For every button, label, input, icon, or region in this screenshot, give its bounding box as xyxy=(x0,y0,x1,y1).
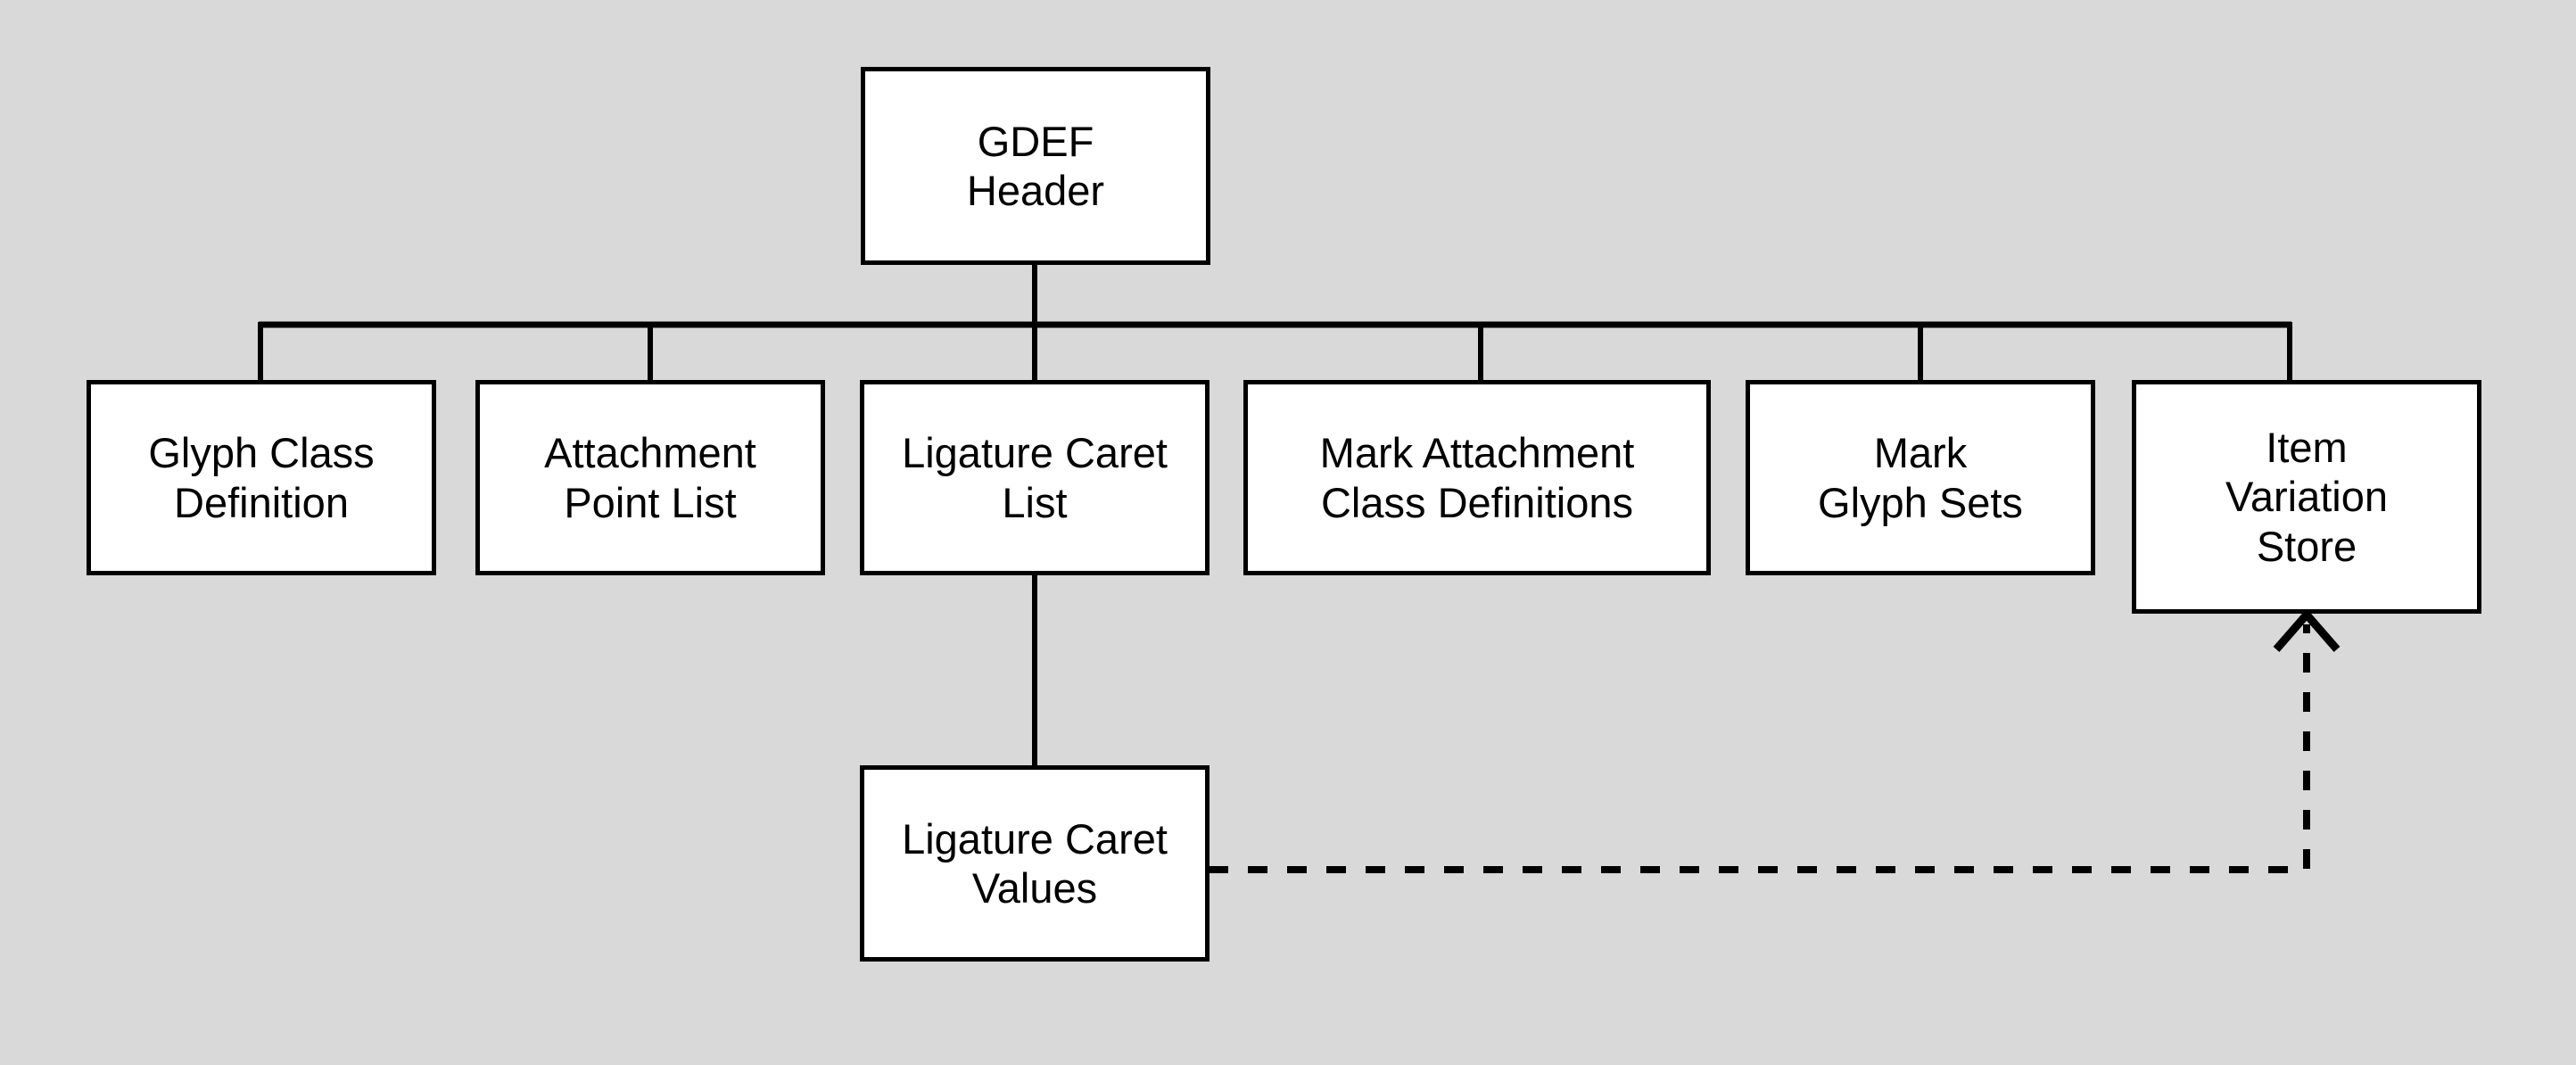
node-item-variation-store-line-2: Variation xyxy=(2225,473,2388,521)
node-gdef-header-line-2: Header xyxy=(966,167,1105,214)
node-gdef-header-line-1: GDEF xyxy=(977,117,1094,165)
node-mark-glyph-sets-line-2: Glyph Sets xyxy=(1818,478,2023,526)
open-arrowhead-icon xyxy=(2273,608,2341,652)
node-item-variation-store[interactable]: Item Variation Store xyxy=(2132,380,2481,614)
node-attachment-point-list-line-1: Attachment xyxy=(544,429,756,477)
edge-ligature-caret-values-to-item-variation-store xyxy=(1209,624,2310,873)
node-mark-attachment-class-definitions[interactable]: Mark Attachment Class Definitions xyxy=(1243,380,1711,575)
node-attachment-point-list[interactable]: Attachment Point List xyxy=(475,380,825,575)
node-mark-attachment-class-definitions-line-1: Mark Attachment xyxy=(1319,429,1635,477)
node-ligature-caret-list-line-1: Ligature Caret xyxy=(902,429,1168,477)
node-mark-glyph-sets[interactable]: Mark Glyph Sets xyxy=(1746,380,2095,575)
node-ligature-caret-values-line-1: Ligature Caret xyxy=(902,814,1168,863)
node-glyph-class-definition-line-1: Glyph Class xyxy=(148,429,375,477)
node-ligature-caret-list[interactable]: Ligature Caret List xyxy=(860,380,1210,575)
node-mark-attachment-class-definitions-line-2: Class Definitions xyxy=(1320,478,1634,526)
node-gdef-header[interactable]: GDEF Header xyxy=(861,67,1210,265)
node-ligature-caret-values-line-2: Values xyxy=(971,864,1098,912)
node-mark-glyph-sets-line-1: Mark xyxy=(1873,429,1968,477)
node-item-variation-store-line-3: Store xyxy=(2256,522,2357,570)
node-item-variation-store-line-1: Item xyxy=(2266,423,2348,471)
node-glyph-class-definition[interactable]: Glyph Class Definition xyxy=(87,380,436,575)
node-attachment-point-list-line-2: Point List xyxy=(564,478,737,526)
node-ligature-caret-list-line-2: List xyxy=(1002,478,1068,526)
node-glyph-class-definition-line-2: Definition xyxy=(174,478,349,526)
node-ligature-caret-values[interactable]: Ligature Caret Values xyxy=(860,765,1210,962)
